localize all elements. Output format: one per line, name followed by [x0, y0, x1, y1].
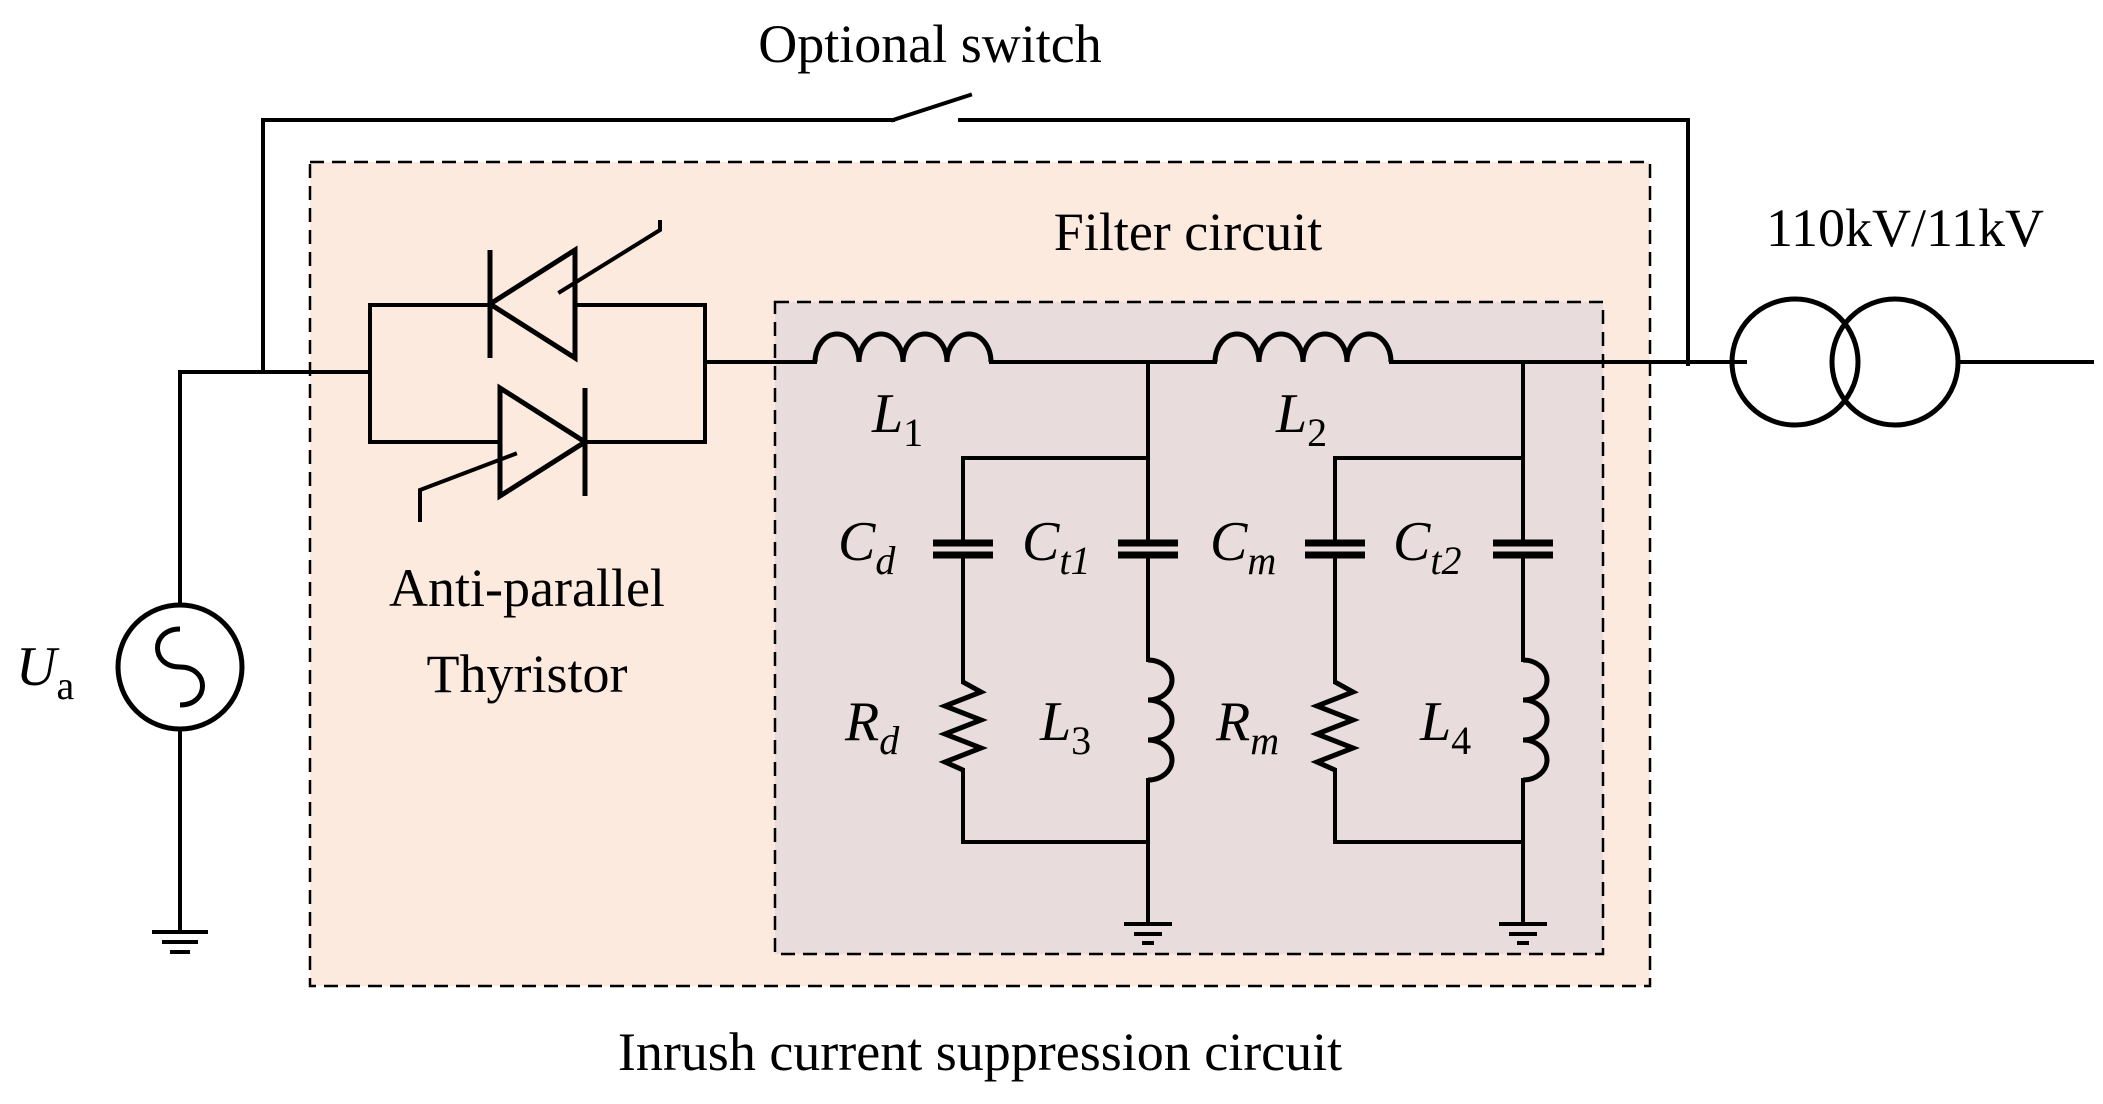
- resistor-rd: [938, 679, 988, 773]
- inductor-l2: [1212, 331, 1394, 363]
- cm-label: Cm: [1210, 511, 1276, 583]
- anti-parallel-thyristor: [368, 220, 777, 522]
- filter-branch-1: [933, 360, 1178, 924]
- thyristor-label-line1: Anti-parallel: [389, 558, 665, 618]
- transformer-icon: [1729, 296, 2094, 428]
- source-ground-icon: [152, 930, 208, 954]
- source-label: Ua: [16, 636, 74, 708]
- l2-label: L2: [1275, 383, 1327, 455]
- filter-circuit-label: Filter circuit: [1054, 202, 1322, 262]
- cd-label: Cd: [838, 511, 896, 583]
- inrush-circuit-label: Inrush current suppression circuit: [618, 1022, 1342, 1082]
- transformer-label: 110kV/11kV: [1766, 198, 2044, 258]
- inductor-l1: [812, 331, 994, 363]
- optional-switch-label: Optional switch: [758, 14, 1101, 74]
- rm-label: Rm: [1215, 691, 1279, 763]
- l4-label: L4: [1419, 691, 1471, 763]
- filter-branch-2: [1305, 360, 1553, 924]
- inductor-l4: [1522, 657, 1550, 783]
- ground-icon: [1499, 922, 1547, 945]
- l1-label: L1: [871, 383, 923, 455]
- l3-label: L3: [1039, 691, 1091, 763]
- thyristor-label-line2: Thyristor: [427, 644, 628, 704]
- optional-switch: [261, 92, 1690, 374]
- filter-circuit-box: [773, 300, 1605, 956]
- ct1-label: Ct1: [1022, 511, 1090, 583]
- rd-label: Rd: [844, 691, 900, 763]
- resistor-rm: [1310, 679, 1360, 773]
- ct2-label: Ct2: [1393, 511, 1461, 583]
- ground-icon: [1124, 922, 1172, 945]
- voltage-source: [115, 370, 372, 932]
- inductor-l3: [1147, 657, 1175, 783]
